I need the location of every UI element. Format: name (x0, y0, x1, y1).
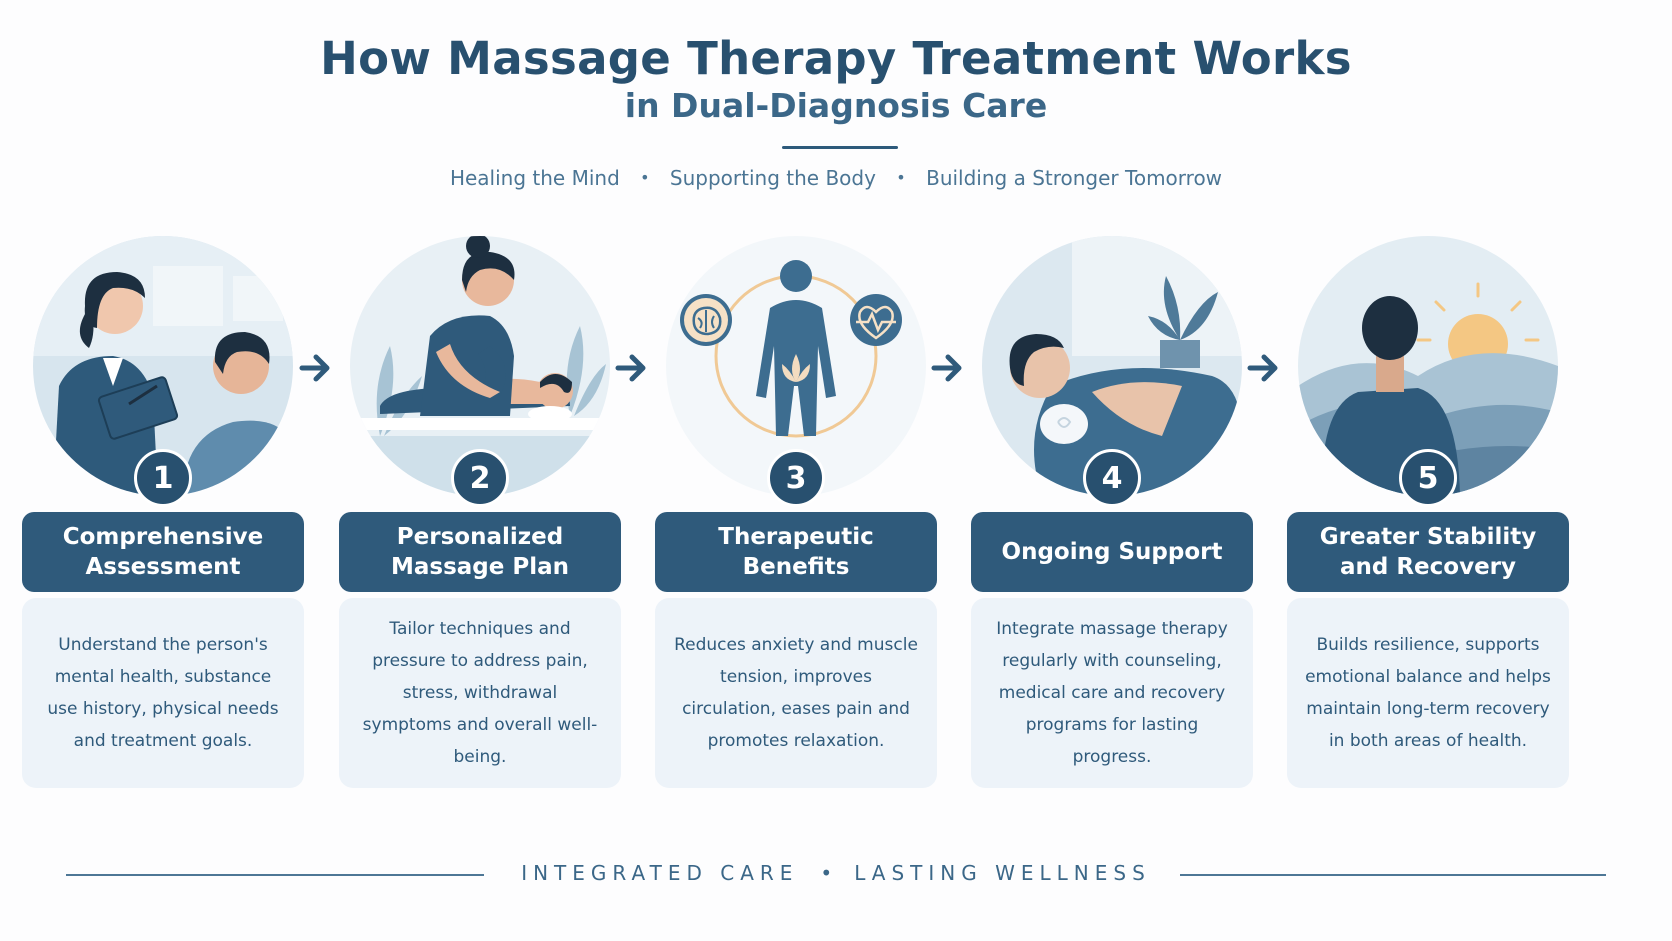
step-assessment: 1 Comprehensive Assessment Understand th… (22, 236, 304, 788)
step-number-badge: 4 (1083, 449, 1141, 507)
plant-icon (376, 346, 422, 436)
tagline-item-body: Supporting the Body (669, 166, 876, 190)
step-description: Understand the person's mental health, s… (22, 598, 304, 788)
footer-rule-right (1180, 874, 1606, 876)
brain-icon (680, 294, 732, 346)
step-number-badge: 5 (1399, 449, 1457, 507)
step-description: Reduces anxiety and muscle tension, impr… (655, 598, 937, 788)
step-description: Integrate massage therapy regularly with… (971, 598, 1253, 788)
step-title: Therapeutic Benefits (655, 512, 937, 592)
step-title: Ongoing Support (971, 512, 1253, 592)
arrow-right-icon (299, 354, 330, 382)
step-number-badge: 3 (767, 449, 825, 507)
step-title: Comprehensive Assessment (22, 512, 304, 592)
lotus-icon (782, 354, 810, 382)
arrow-right-icon (1247, 354, 1278, 382)
tagline-separator: • (896, 168, 906, 187)
step-massage-plan: 2 Personalized Massage Plan Tailor techn… (339, 236, 621, 788)
heart-pulse-icon (850, 294, 902, 346)
step-therapeutic-benefits: 3 Therapeutic Benefits Reduces anxiety a… (655, 236, 937, 788)
step-description: Tailor techniques and pressure to addres… (339, 598, 621, 788)
footer-integrated-care: INTEGRATED CARE (521, 861, 799, 885)
tagline-item-tomorrow: Building a Stronger Tomorrow (926, 166, 1223, 190)
step-description: Builds resilience, supports emotional ba… (1287, 598, 1569, 788)
footer-rule-left (66, 874, 484, 876)
step-stability-recovery: 5 Greater Stability and Recovery Builds … (1287, 236, 1569, 788)
footer-banner: INTEGRATED CARE • LASTING WELLNESS (0, 861, 1672, 885)
step-number-badge: 1 (134, 449, 192, 507)
step-title: Personalized Massage Plan (339, 512, 621, 592)
title-divider (782, 146, 898, 149)
arrow-right-icon (615, 354, 646, 382)
tagline: Healing the Mind • Supporting the Body •… (0, 166, 1672, 190)
page-subtitle: in Dual-Diagnosis Care (624, 86, 1048, 125)
page-title: How Massage Therapy Treatment Works (320, 32, 1352, 85)
tagline-separator: • (640, 168, 650, 187)
footer-separator: • (820, 861, 833, 885)
step-ongoing-support: 4 Ongoing Support Integrate massage ther… (971, 236, 1253, 788)
tagline-item-mind: Healing the Mind (449, 166, 620, 190)
benefits-illustration (666, 236, 926, 496)
arrow-right-icon (931, 354, 962, 382)
step-title: Greater Stability and Recovery (1287, 512, 1569, 592)
footer-lasting-wellness: LASTING WELLNESS (854, 861, 1151, 885)
step-number-badge: 2 (451, 449, 509, 507)
